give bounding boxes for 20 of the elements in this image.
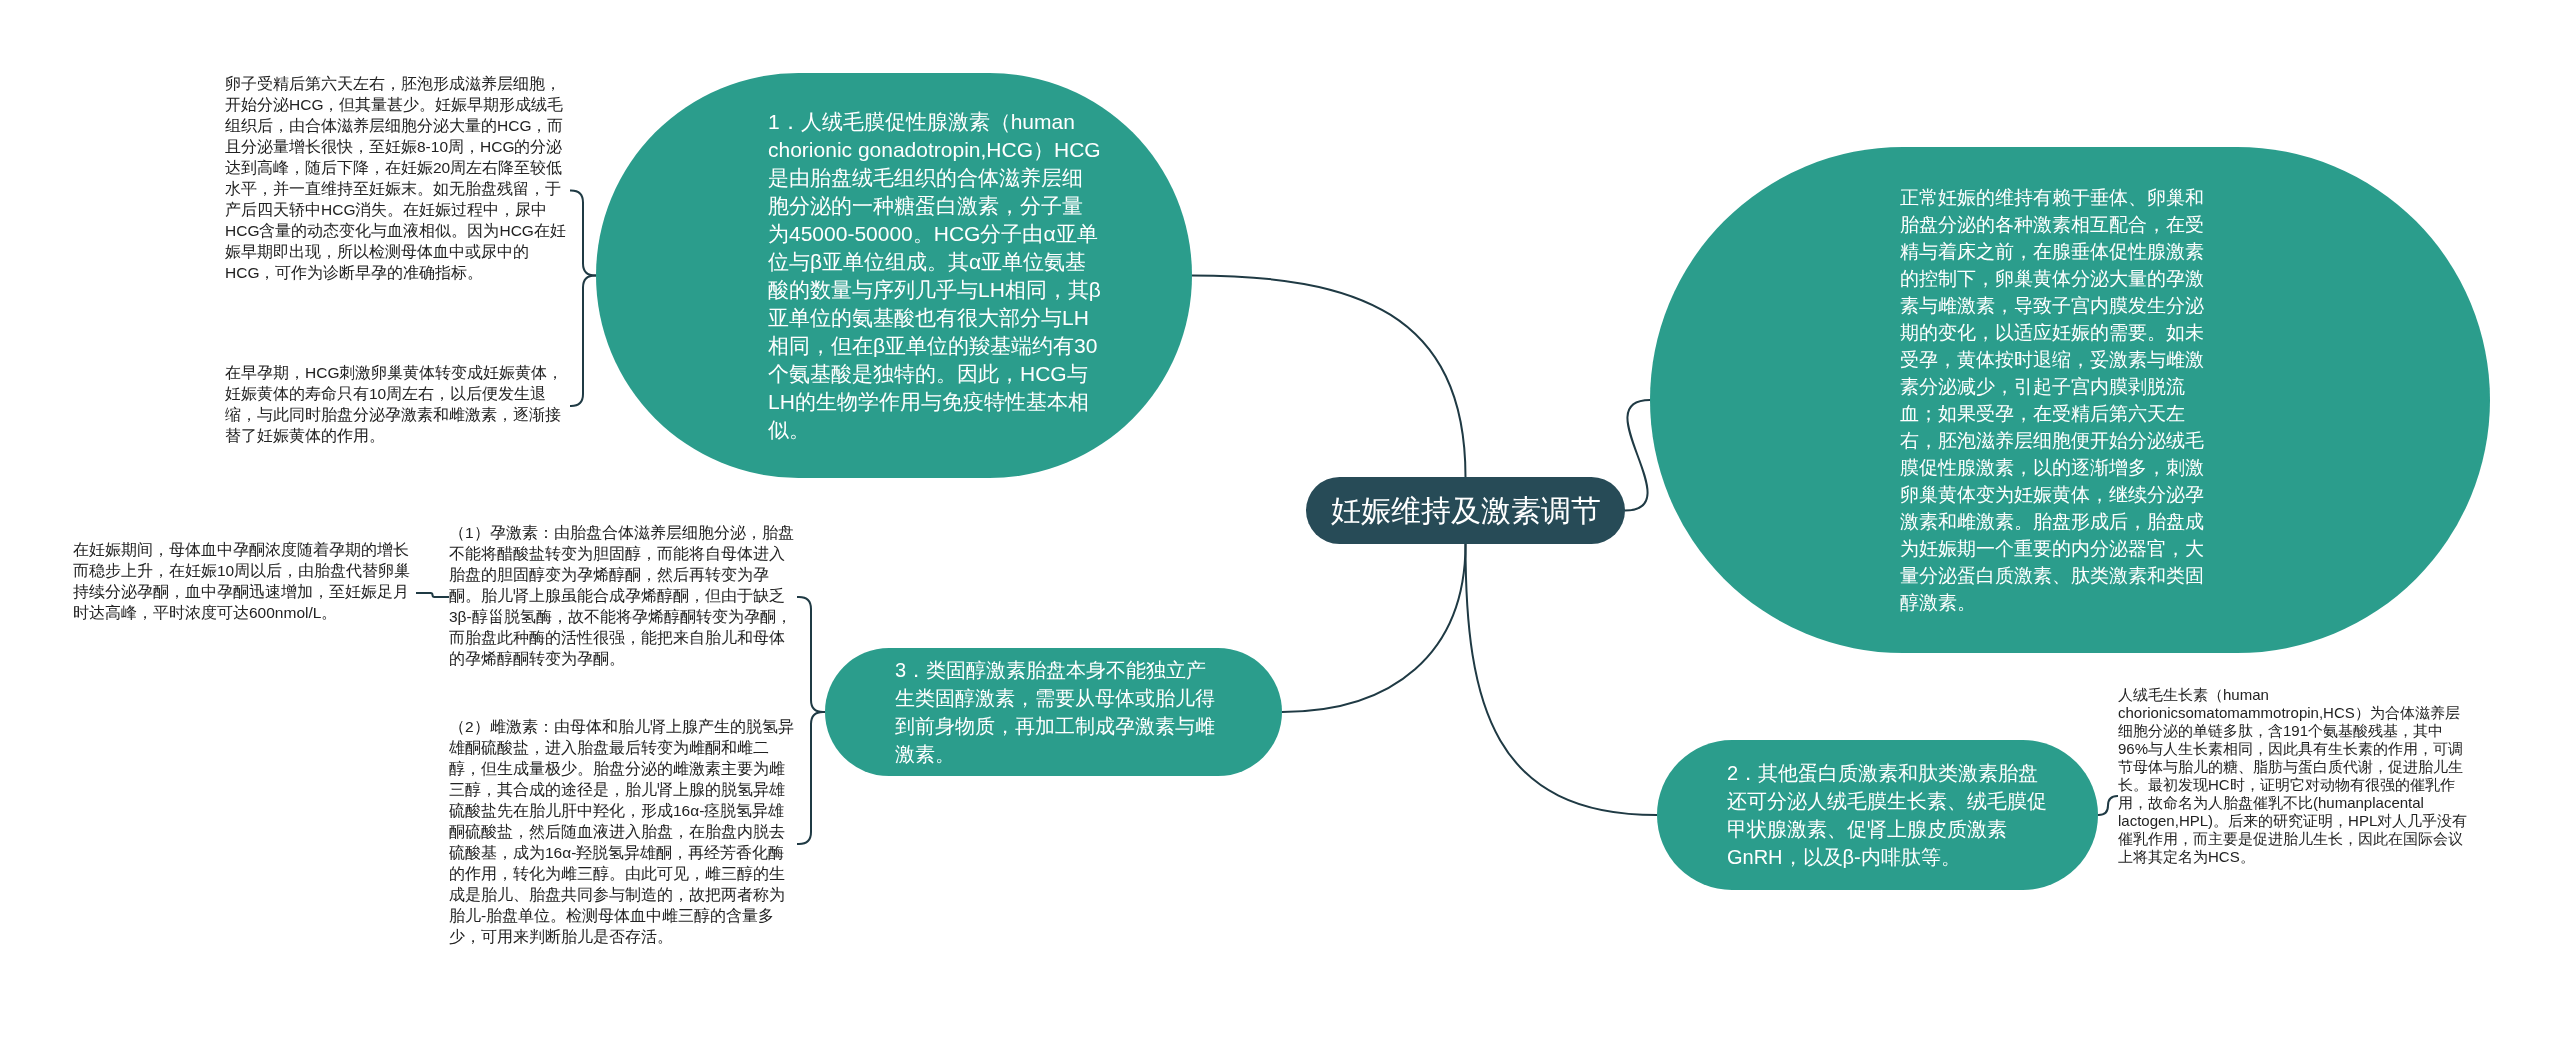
connector-line bbox=[2097, 795, 2119, 816]
note-text: 人绒毛生长素（human chorionicsomatomammotropin,HCS）为合体滋养层细胞分泌的单链多肽，含191个氨基酸残基，其中96%与人生长素相同，因此具有生长素的作用，可调节母体与胎儿的糖、脂肪与蛋白质代谢，促进胎儿生长。最初发现HC时，证明它对动物有很强的催乳作用，故命名为人胎盘催乳不比(humanplacental lactogen,HPL)。后来的研究证明，HPL对人几乎没有催乳作用，而主要是促进胎儿生长，因此在国际会议上将其定名为HCS。 bbox=[2118, 686, 2468, 866]
note-text: （1）孕激素：由胎盘合体滋养层细胞分泌，胎盘不能将醋酸盐转变为胆固醇，而能将自母体进入胎盘的胆固醇变为孕烯醇酮，然后再转变为孕酮。胎儿肾上腺虽能合成孕烯醇酮，但由于缺乏3β-醇甾脱氢酶，故不能将孕烯醇酮转变为孕酮，而胎盘此种酶的活性很强，能把来自胎儿和母体的孕烯醇酮转变为孕酮。 bbox=[449, 522, 797, 669]
connector-line bbox=[1464, 543, 1658, 816]
connector-line bbox=[569, 274, 597, 407]
connector-line bbox=[1191, 274, 1467, 478]
connector-line bbox=[1624, 399, 1651, 512]
topic-text: 2．其他蛋白质激素和肽类激素胎盘还可分泌人绒毛膜生长素、绒毛膜促甲状腺激素、促肾上腺皮质激素GnRH，以及β-内啡肽等。 bbox=[1727, 761, 2048, 870]
connector-line bbox=[569, 189, 597, 277]
note-text: 卵子受精后第六天左右，胚泡形成滋养层细胞，开始分泌HCG，但其量甚少。妊娠早期形成绒毛组织后，由合体滋养层细胞分泌大量的HCG，而且分泌量增长很快，至妊娠8-10周，HCG的分泌达到高峰，随后下降，在妊娠20周左右降至较低水平，并一直维持至妊娠末。如无胎盘残留，于产后四天轿中HCG消失。在妊娠过程中，尿中HCG含量的动态变化与血液相似。因为HCG在妊娠早期即出现，所以检测母体血中或尿中的HCG，可作为诊断早孕的准确指标。 bbox=[225, 73, 570, 283]
connector-line bbox=[415, 592, 450, 598]
note-text: 在妊娠期间，母体血中孕酮浓度随着孕期的增长而稳步上升，在妊娠10周以后，由胎盘代替卵巢持续分泌孕酮，血中孕酮迅速增加，至妊娠足月时达高峰，平时浓度可达600nmol/L。 bbox=[73, 539, 416, 623]
connector-line bbox=[1281, 543, 1467, 713]
connector-line bbox=[796, 711, 826, 845]
topic-text: 妊娠维持及激素调节 bbox=[1330, 492, 1601, 529]
note-text: 在早孕期，HCG刺激卵巢黄体转变成妊娠黄体，妊娠黄体的寿命只有10周左右，以后便发生退缩，与此同时胎盘分泌孕激素和雌激素，逐渐接替了妊娠黄体的作用。 bbox=[225, 362, 570, 446]
topic-text: 正常妊娠的维持有赖于垂体、卵巢和胎盘分泌的各种激素相互配合，在受精与着床之前，在腺垂体促性腺激素的控制下，卵巢黄体分泌大量的孕激素与雌激素，导致子宫内膜发生分泌期的变化，以适应妊娠的需要。如未受孕，黄体按时退缩，妥激素与雌激素分泌减少，引起子宫内膜剥脱流血；如果受孕，在受精后第六天左右，胚泡滋养层细胞便开始分泌绒毛膜促性腺激素，以的逐渐增多，刺激卵巢黄体变为妊娠黄体，继续分泌孕激素和雌激素。胎盘形成后，胎盘成为妊娠期一个重要的内分泌器官，大量分泌蛋白质激素、肽类激素和类固醇激素。 bbox=[1900, 186, 2205, 615]
note-text: （2）雌激素：由母体和胎儿肾上腺产生的脱氢异雄酮硫酸盐，进入胎盘最后转变为雌酮和雌二醇，但生成量极少。胎盘分泌的雌激素主要为雌三醇，其合成的途径是，胎儿肾上腺的脱氢异雄硫酸盐先在胎儿肝中羟化，形成16α-痉脱氢异雄酮硫酸盐，然后随血液进入胎盘，在胎盘内脱去硫酸基，成为16α-羟脱氢异雄酮，再经芳香化酶的作用，转化为雌三醇。由此可见，雌三醇的生成是胎儿、胎盘共同参与制造的，故把两者称为胎儿-胎盘单位。检测母体血中雌三醇的含量多少，可用来判断胎儿是否存活。 bbox=[449, 716, 797, 947]
topic-text: 1．人绒毛膜促性腺激素（human chorionic gonadotropin,HCG）HCG是由胎盘绒毛组织的合体滋养层细胞分泌的一种糖蛋白激素，分子量为45000-50000。HCG分子由α亚单位与β亚单位组成。其α亚单位氨基酸的数量与序列几乎与LH相同，其β亚单位的氨基酸也有很大部分与LH相同，但在β亚单位的羧基端约有30个氨基酸是独特的。因此，HCG与LH的生物学作用与免疫特性基本相似。 bbox=[768, 108, 1102, 443]
topic-text: 3．类固醇激素胎盘本身不能独立产生类固醇激素，需要从母体或胎儿得到前身物质，再加工制成孕激素与雌激素。 bbox=[895, 658, 1216, 767]
